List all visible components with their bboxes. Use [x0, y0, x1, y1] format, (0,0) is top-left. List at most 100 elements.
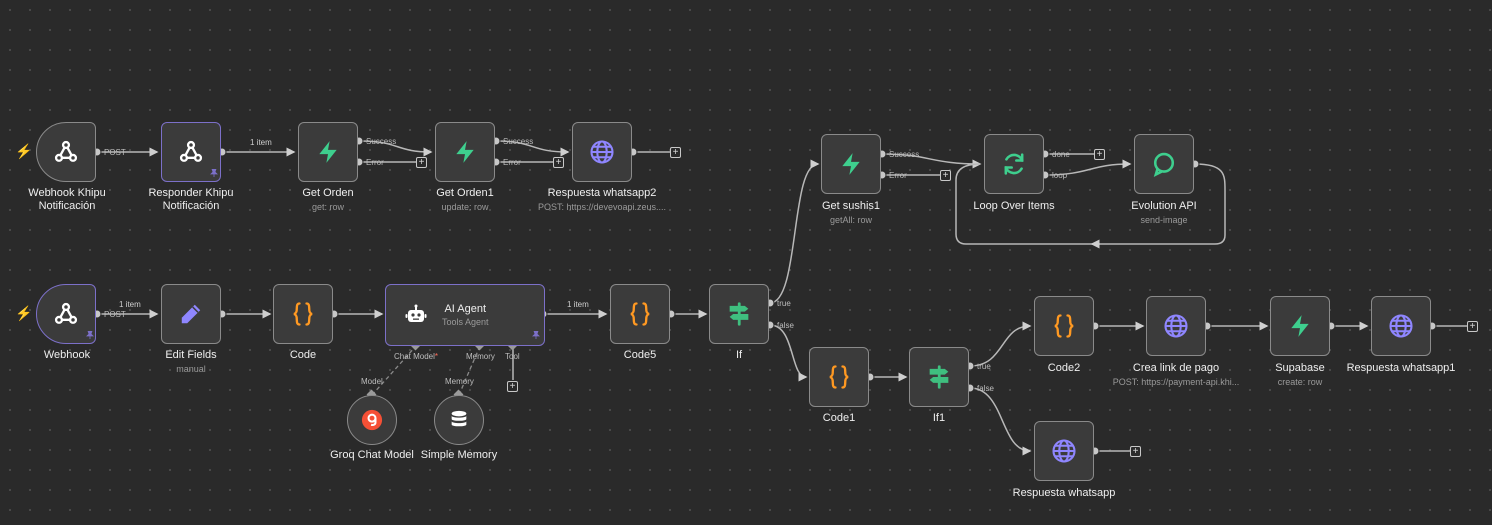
node-respuesta-whatsapp1[interactable] — [1371, 296, 1431, 356]
node-responder-khipu[interactable] — [161, 122, 221, 182]
edge-label: 1 item — [248, 138, 274, 147]
node-get-orden1[interactable] — [435, 122, 495, 182]
add-node-button[interactable]: + — [553, 157, 564, 168]
handle-label-post: POST — [104, 148, 126, 157]
edge-if-false-to-code1 — [769, 324, 808, 382]
webhook-icon — [179, 140, 203, 162]
node-code5[interactable] — [610, 284, 670, 344]
code-icon — [293, 302, 313, 326]
node-subtitle: send-image — [1140, 215, 1188, 225]
node-edit-fields[interactable] — [161, 284, 221, 344]
handle-label-success: Success — [366, 137, 397, 146]
handle-label-error: Error — [889, 171, 907, 180]
node-title: If1 — [932, 412, 946, 424]
if-icon — [929, 365, 949, 389]
node-title: Simple Memory — [420, 449, 498, 461]
add-node-button[interactable]: + — [416, 157, 427, 168]
node-webhook-khipu[interactable] — [36, 122, 96, 182]
edge-if1-true-to-code2 — [969, 321, 1032, 367]
add-node-button[interactable]: + — [1130, 446, 1141, 457]
edge-memory-to-agent — [458, 345, 481, 396]
edge-if1-false-to-respuesta — [969, 387, 1032, 456]
globe-icon — [1052, 439, 1076, 463]
pin-icon — [210, 169, 218, 177]
pencil-icon — [181, 304, 201, 324]
add-node-button[interactable]: + — [670, 147, 681, 158]
chat-icon — [1153, 152, 1175, 177]
node-ai-agent[interactable]: AI Agent Tools Agent — [385, 284, 545, 346]
code-icon — [630, 302, 650, 326]
database-icon — [451, 410, 467, 427]
groq-icon — [361, 409, 383, 431]
handle-label-post: POST — [104, 310, 126, 319]
handle-label-false: false — [777, 321, 794, 330]
handle-label-model: Model — [361, 377, 383, 386]
webhook-icon — [54, 302, 78, 324]
handle-label-false: false — [977, 384, 994, 393]
node-code1[interactable] — [809, 347, 869, 407]
node-if[interactable] — [709, 284, 769, 344]
node-title: Get Orden1 — [436, 187, 494, 199]
node-loop-over-items[interactable] — [984, 134, 1044, 194]
node-simple-memory[interactable] — [434, 395, 484, 445]
node-title: Loop Over Items — [973, 200, 1055, 212]
globe-icon — [590, 140, 614, 164]
node-webhook[interactable] — [36, 284, 96, 344]
handle-label-error: Error — [366, 158, 384, 167]
node-title: Webhook — [43, 349, 91, 361]
code-icon — [829, 365, 849, 389]
add-node-button[interactable]: + — [1467, 321, 1478, 332]
node-subtitle: getAll: row — [829, 215, 873, 225]
supabase-icon — [456, 141, 474, 163]
pin-icon — [86, 331, 94, 339]
node-title: Respuesta whatsapp2 — [547, 187, 657, 199]
handle-label-success: Success — [503, 137, 534, 146]
node-title: Evolution API — [1131, 200, 1197, 212]
globe-icon — [1389, 314, 1413, 338]
node-title: AI Agent — [444, 303, 487, 315]
node-if1[interactable] — [909, 347, 969, 407]
node-title: Get sushis1 — [821, 200, 881, 212]
handle-label-chat-model: Chat Model* — [394, 352, 439, 361]
loop-icon — [1004, 153, 1024, 175]
globe-icon — [1164, 314, 1188, 338]
node-title: Code5 — [623, 349, 657, 361]
supabase-icon — [319, 141, 337, 163]
add-node-button[interactable]: + — [940, 170, 951, 181]
add-tool-button[interactable]: + — [507, 381, 518, 392]
node-title: Respuesta whatsapp1 — [1346, 362, 1456, 374]
edge-get-sushis-success — [881, 153, 982, 169]
handle-label-success: Success — [889, 150, 920, 159]
node-subtitle: create: row — [1277, 377, 1323, 387]
trigger-bolt-icon: ⚡ — [15, 305, 33, 321]
node-title: Supabase — [1275, 362, 1325, 374]
node-code2[interactable] — [1034, 296, 1094, 356]
node-crea-link-de-pago[interactable] — [1146, 296, 1206, 356]
node-code[interactable] — [273, 284, 333, 344]
node-groq-chat-model[interactable] — [347, 395, 397, 445]
node-subtitle: POST: https://devevoapi.zeus.... — [537, 202, 667, 212]
edge-loop-to-evolution — [1044, 159, 1132, 176]
node-get-orden[interactable] — [298, 122, 358, 182]
node-respuesta-whatsapp[interactable] — [1034, 421, 1094, 481]
node-title: Get Orden — [302, 187, 354, 199]
supabase-icon — [1291, 315, 1309, 337]
node-subtitle: get: row — [311, 202, 344, 212]
node-get-sushis1[interactable] — [821, 134, 881, 194]
node-supabase[interactable] — [1270, 296, 1330, 356]
handle-label-true: true — [977, 362, 991, 371]
handle-label-done: done — [1052, 150, 1070, 159]
node-respuesta-whatsapp2[interactable] — [572, 122, 632, 182]
node-title: Groq Chat Model — [330, 449, 414, 461]
edge-label: 1 item — [117, 300, 143, 309]
node-evolution-api[interactable] — [1134, 134, 1194, 194]
node-title: Edit Fields — [165, 349, 217, 361]
robot-icon — [405, 304, 427, 322]
add-node-button[interactable]: + — [1094, 149, 1105, 160]
handle-label-memory: Memory — [466, 352, 495, 361]
edge-get-orden1-success — [495, 140, 570, 157]
code-icon — [1054, 314, 1074, 338]
